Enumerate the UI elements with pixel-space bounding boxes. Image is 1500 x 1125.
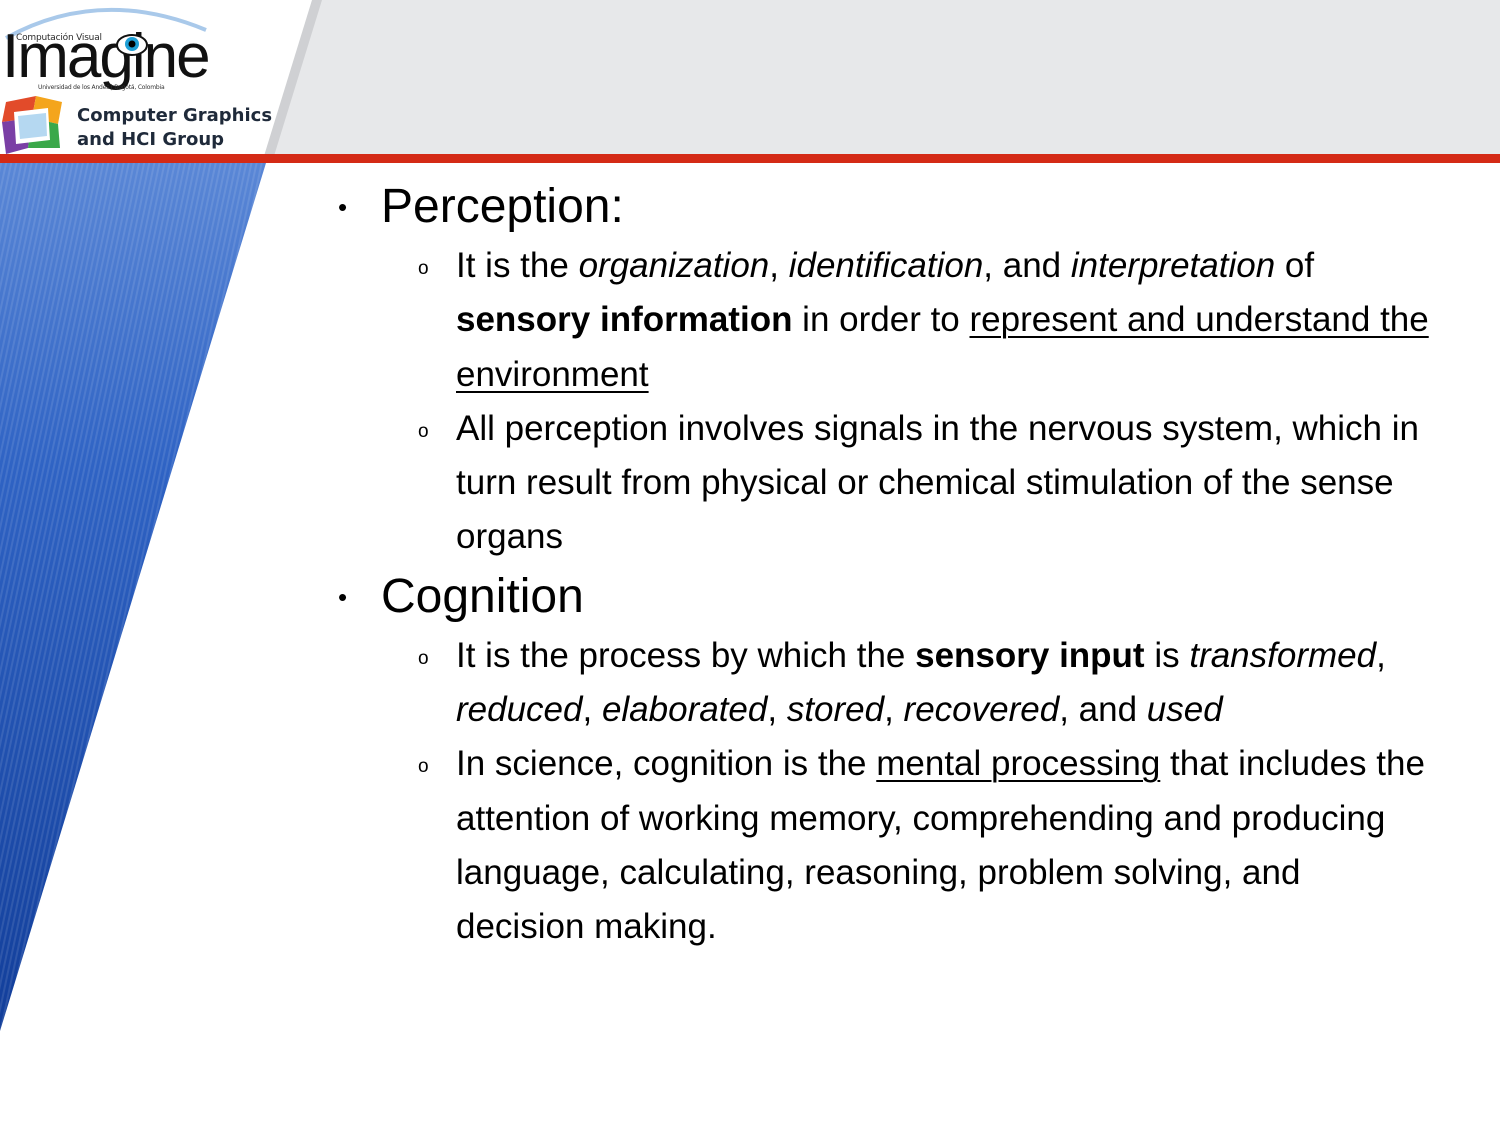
bullet-heading: • Perception: [338,175,1438,239]
text-run: stored [786,690,885,730]
group-logo-icon [2,96,62,154]
logo-arc [5,7,207,40]
text-run: elaborated [601,690,768,730]
bullet-heading-text: Perception: [381,180,624,233]
text-run: of [1275,246,1315,285]
sub-bullet-circle-icon: o [418,756,429,778]
group-name: Computer Graphics and HCI Group [77,104,272,152]
text-run: In science, cognition is the [456,744,877,784]
text-run: , [1376,635,1386,675]
sub-bullet-circle-icon: o [418,420,429,442]
logo-subtitle: Universidad de los Andes | Bogotá, Colom… [38,84,165,91]
bullet-dot-icon: • [338,581,348,612]
bullet-heading-text: Cognition [381,569,584,623]
side-blue-shard [0,163,266,1031]
text-run: All perception involves signals in the n… [456,408,1419,557]
sub-bullet-item: o All perception involves signals in the … [338,402,1438,565]
logo-wedge [0,0,322,156]
logo-caption: Computación Visual [16,33,102,43]
text-run: , and [983,246,1071,285]
text-run: interpretation [1070,246,1276,285]
text-run: represent and understand the environment [456,300,1429,394]
text-run: mental processing [876,744,1161,784]
sub-bullet-circle-icon: o [418,258,429,279]
text-run: is [1144,635,1190,675]
text-run: , [582,690,602,730]
text-run: , [884,690,904,730]
text-run: , [767,690,787,730]
sub-bullet-item: o In science, cognition is the mental pro… [338,737,1438,954]
eye-icon [116,34,148,56]
text-run: used [1146,690,1223,730]
text-run: that includes the attention of working m… [456,744,1425,947]
group-name-line2: and HCI Group [77,129,225,150]
text-run: It is the process by which the [456,635,916,675]
text-run: It is the [456,246,579,285]
imagine-logo: Imagine Computación Visual Universidad d… [0,0,272,156]
header-red-rule [0,154,1500,163]
group-name-line1: Computer Graphics [77,105,273,126]
text-run: identification [788,246,984,285]
sub-bullet-item: o It is the organization, identification,… [338,239,1438,402]
text-run: , [769,246,789,285]
text-run: recovered [903,690,1060,730]
text-run: transformed [1189,635,1377,675]
text-run: organization [578,246,770,285]
text-run: sensory information [456,300,793,340]
sub-bullet-circle-icon: o [418,647,429,669]
bullet-heading: • Cognition [338,565,1438,629]
slide-content: • Perception: o It is the organization, ide… [338,175,1438,955]
text-run: , and [1059,690,1147,730]
sub-bullet-item: o It is the process by which the sensory … [338,629,1438,738]
text-run: in order to [792,300,970,340]
bullet-dot-icon: • [338,192,348,222]
text-run: reduced [456,690,583,730]
logo-wordmark: Imagine [2,22,211,91]
text-run: sensory input [915,635,1145,675]
